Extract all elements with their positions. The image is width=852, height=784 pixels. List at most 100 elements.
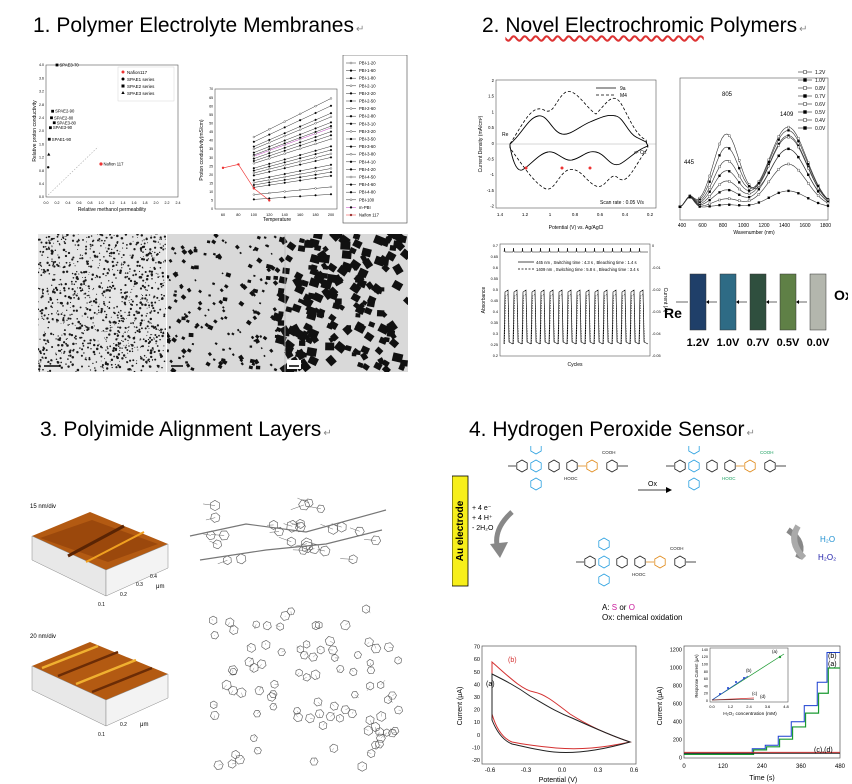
micro-particle — [141, 297, 144, 300]
micro-particle — [117, 317, 119, 319]
bond — [340, 558, 354, 560]
micro-particle — [124, 331, 126, 334]
micro-particle — [299, 360, 312, 372]
micro-particle — [95, 347, 99, 351]
micro-particle — [109, 325, 111, 327]
bond — [317, 549, 326, 552]
aromatic-ring — [213, 760, 224, 770]
micro-particle — [126, 317, 128, 319]
micro-particle — [134, 273, 137, 276]
legend-entry: 1.2V — [815, 70, 826, 76]
aromatic-ring — [269, 520, 278, 530]
z-scale-label: 20 nm/div — [30, 634, 56, 640]
micro-particle — [159, 275, 161, 277]
y-tick-label: 0 — [211, 207, 213, 211]
micro-particle — [392, 234, 406, 244]
x-tick-label: 0.0 — [558, 768, 567, 774]
micro-particle — [62, 266, 65, 269]
micro-particle — [352, 347, 360, 355]
micro-particle — [146, 300, 148, 302]
micro-particle — [186, 348, 192, 353]
micro-particle — [99, 264, 101, 266]
legend-marker — [803, 78, 807, 82]
x-tick-label: 1.8 — [143, 201, 148, 205]
legend-marker-spae2 — [121, 84, 125, 88]
legend-entry: PBI-100 — [359, 197, 375, 202]
bond — [295, 543, 307, 547]
micro-particle — [142, 256, 144, 258]
series-marker — [283, 175, 286, 178]
micro-particle — [136, 234, 139, 236]
y2-tick-label: -0.03 — [652, 310, 661, 314]
legend-entry: PBI-3-10 — [359, 121, 376, 126]
bond — [229, 671, 234, 676]
micro-particle — [78, 273, 80, 275]
series-marker — [314, 187, 317, 190]
micro-particle — [117, 329, 120, 333]
micro-particle — [156, 371, 158, 372]
micro-particle — [145, 277, 149, 281]
micro-particle — [84, 252, 87, 255]
micro-particle — [222, 297, 228, 302]
series-marker — [299, 147, 302, 150]
series-marker — [314, 139, 317, 142]
micro-particle — [247, 279, 252, 284]
data-point — [47, 166, 50, 169]
micro-particle — [76, 240, 79, 243]
aromatic-ring — [318, 720, 328, 730]
data-point — [51, 109, 54, 113]
group-label: COOH — [602, 450, 616, 455]
aromatic-ring — [310, 669, 321, 680]
micro-particle — [98, 252, 101, 254]
micro-particle — [278, 236, 286, 243]
micro-particle — [249, 345, 253, 348]
micro-particle — [144, 297, 147, 300]
micro-particle — [129, 268, 131, 270]
micro-particle — [298, 340, 306, 347]
micro-particle — [112, 349, 115, 352]
micro-particle — [40, 241, 43, 244]
micro-particle — [67, 324, 69, 326]
micro-particle — [68, 350, 70, 352]
micro-particle — [103, 239, 106, 242]
bond — [222, 684, 227, 690]
micro-particle — [255, 334, 260, 339]
micro-particle — [151, 334, 153, 336]
micro-particle — [72, 349, 75, 352]
bond — [366, 751, 372, 754]
micro-particle — [140, 234, 144, 237]
micro-particle — [55, 358, 58, 360]
legend-entry: PBI-4-80 — [359, 190, 376, 195]
micro-particle — [52, 301, 54, 303]
micro-particle — [328, 336, 335, 343]
bond — [352, 711, 354, 714]
micro-particle — [47, 256, 49, 259]
micro-particle — [198, 289, 203, 294]
bond — [375, 731, 380, 737]
micro-particle — [111, 366, 113, 369]
reduced-state-label: Re — [664, 305, 682, 321]
micro-particle — [145, 289, 147, 291]
bond — [217, 560, 228, 565]
series-marker — [299, 128, 302, 131]
micro-particle — [125, 328, 127, 330]
x-tick-label: 1 — [549, 212, 552, 217]
micro-particle — [135, 244, 137, 246]
series-marker — [329, 171, 333, 174]
micro-particle — [147, 301, 149, 303]
micro-particle — [100, 244, 102, 247]
bond — [213, 715, 215, 720]
molecular-model-bottom — [209, 604, 403, 772]
micro-particle — [171, 337, 177, 343]
micro-particle — [44, 331, 46, 333]
micro-particle — [109, 288, 111, 290]
micro-particle — [263, 354, 266, 358]
micro-particle — [47, 293, 49, 295]
micro-particle — [63, 321, 65, 323]
micro-particle — [56, 235, 59, 238]
micro-particle — [214, 342, 218, 346]
series-marker — [268, 181, 271, 184]
legend-entry: PBI-1-60 — [359, 68, 376, 73]
micro-particle — [47, 313, 50, 316]
